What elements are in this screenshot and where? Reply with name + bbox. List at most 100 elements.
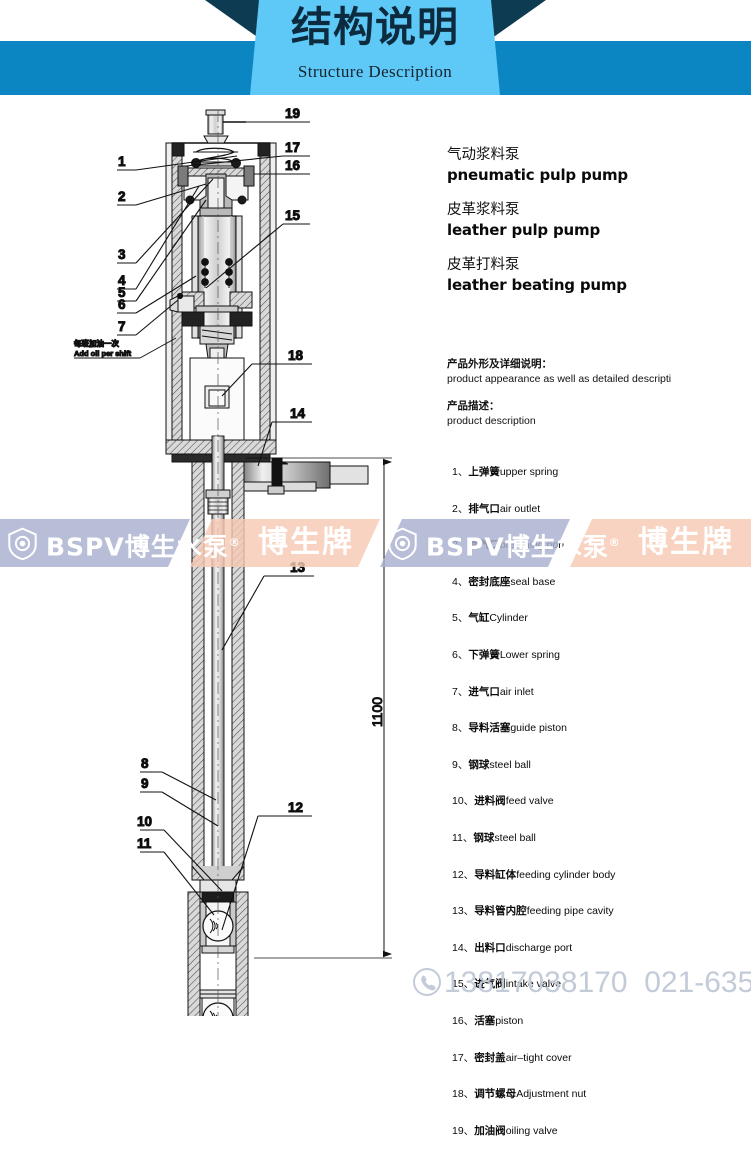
callout-17: 17: [285, 140, 300, 155]
part-legend-item: 1、上弹簧upper spring: [452, 466, 751, 479]
product-name-cn: 皮革浆料泵: [447, 202, 520, 218]
product-name-en: leather pulp pump: [447, 221, 600, 239]
part-legend-item: 6、下弹簧Lower spring: [452, 649, 751, 662]
part-legend-item: 17、密封盖air–tight cover: [452, 1052, 751, 1065]
product-names: 气动浆料泵 pneumatic pulp pump 皮革浆料泵 leather …: [447, 146, 743, 311]
part-number: 2、: [452, 502, 469, 515]
part-legend-item: 18、调节螺母Adjustment nut: [452, 1088, 751, 1101]
part-label-en: air outlet: [499, 502, 541, 515]
part-label-en: breathing port: [499, 539, 565, 552]
part-label-en: Lower spring: [499, 648, 560, 661]
part-label-en: feed valve: [505, 795, 554, 808]
callout-1: 1: [118, 154, 126, 169]
part-legend-item: 11、钢球steel ball: [452, 832, 751, 845]
part-number: 10、: [452, 795, 475, 808]
part-label-en: steel ball: [494, 831, 536, 844]
callout-2: 2: [118, 189, 126, 204]
part-label-cn: 钢球: [468, 758, 490, 771]
part-number: 18、: [452, 1088, 475, 1101]
part-label-cn: 换气口: [468, 539, 500, 552]
appearance-label-cn: 产品外形及详细说明：: [447, 358, 552, 370]
part-number: 6、: [452, 648, 469, 661]
part-number: 11、: [452, 831, 474, 844]
part-label-en: upper spring: [499, 466, 559, 478]
part-label-cn: 气缸: [468, 612, 490, 625]
callout-6: 6: [118, 297, 126, 312]
part-number: 3、: [452, 539, 469, 552]
callout-8: 8: [141, 756, 149, 771]
part-legend-item: 15、进气阀intake valve: [452, 978, 751, 991]
part-label-cn: 下弹簧: [468, 648, 500, 661]
part-number: 14、: [452, 941, 475, 954]
part-legend-item: 10、进料阀feed valve: [452, 795, 751, 808]
part-number: 16、: [452, 1014, 475, 1027]
callout-19: 19: [285, 106, 300, 121]
product-item: 皮革打料泵 leather beating pump: [447, 256, 743, 295]
callout-13: 13: [290, 560, 306, 575]
part-label-cn: 进料阀: [474, 795, 506, 808]
part-legend-item: 5、气缸Cylinder: [452, 612, 751, 625]
part-legend-item: 4、密封底座seal base: [452, 576, 751, 589]
callout-3: 3: [118, 247, 126, 262]
header-triangle-left: [205, 0, 263, 41]
page-title-cn: 结构说明: [291, 3, 459, 51]
part-number: 15、: [452, 978, 475, 991]
part-legend-item: 9、钢球steel ball: [452, 759, 751, 772]
description-label-cn: 产品描述：: [447, 400, 500, 412]
part-label-cn: 钢球: [473, 831, 495, 844]
part-label-cn: 导料管内腔: [474, 905, 527, 918]
part-legend-item: 2、排气口air outlet: [452, 503, 751, 516]
callout-15: 15: [285, 208, 301, 223]
page-root: 结构说明 Structure Description: [0, 0, 751, 1137]
callout-5: 5: [118, 285, 126, 300]
part-label-cn: 密封底座: [468, 575, 511, 588]
part-number: 8、: [452, 722, 469, 735]
part-label-en: feeding cylinder body: [516, 868, 616, 881]
part-label-en: feeding pipe cavity: [526, 905, 614, 918]
part-legend-item: 13、导料管内腔feeding pipe cavity: [452, 905, 751, 918]
part-label-en: Adjustment nut: [516, 1088, 587, 1101]
callout-18: 18: [288, 348, 304, 363]
part-label-en: air–tight cover: [505, 1051, 572, 1064]
dimension-1100: 1100: [369, 697, 385, 727]
part-label-cn: 进气阀: [474, 978, 506, 991]
part-label-en: piston: [495, 1014, 524, 1027]
description-block: 产品外形及详细说明： product appearance as well as…: [447, 357, 747, 429]
part-label-cn: 调节螺母: [474, 1088, 517, 1101]
part-label-en: intake valve: [505, 978, 562, 991]
part-label-cn: 活塞: [474, 1014, 496, 1027]
oil-note-en: Add oil per shift: [74, 349, 132, 358]
part-legend-item: 7、进气口air inlet: [452, 686, 751, 699]
callout-4: 4: [118, 273, 126, 288]
product-item: 皮革浆料泵 leather pulp pump: [447, 201, 743, 240]
part-label-en: discharge port: [505, 941, 573, 954]
part-legend-item: 14、出料口discharge port: [452, 942, 751, 955]
callout-7: 7: [118, 319, 126, 334]
header-trapezoid: [250, 0, 500, 95]
part-label-en: air inlet: [499, 685, 534, 698]
part-label-en: steel ball: [489, 758, 531, 771]
page-header: 结构说明 Structure Description: [0, 0, 751, 100]
part-label-cn: 出料口: [474, 941, 506, 954]
callout-10: 10: [137, 814, 152, 829]
callout-9: 9: [141, 776, 149, 791]
oil-note-cn: 每班加油一次: [74, 338, 119, 348]
part-number: 5、: [452, 612, 469, 625]
part-label-cn: 加油阀: [474, 1124, 506, 1137]
callout-14: 14: [290, 406, 306, 421]
part-label-en: Cylinder: [489, 612, 528, 625]
callout-12: 12: [288, 800, 303, 815]
part-number: 13、: [452, 905, 475, 918]
product-name-en: pneumatic pulp pump: [447, 166, 628, 184]
page-title-en: Structure Description: [297, 62, 453, 81]
part-label-en: seal base: [510, 575, 556, 588]
part-label-cn: 上弹簧: [468, 466, 500, 478]
product-item: 气动浆料泵 pneumatic pulp pump: [447, 146, 743, 185]
part-number: 7、: [452, 685, 469, 698]
part-label-cn: 导料活塞: [468, 722, 511, 735]
part-number: 17、: [452, 1051, 475, 1064]
part-label-cn: 密封盖: [474, 1051, 506, 1064]
part-label-cn: 进气口: [468, 685, 500, 698]
part-number: 4、: [452, 575, 469, 588]
part-legend-item: 3、换气口breathing port: [452, 539, 751, 552]
